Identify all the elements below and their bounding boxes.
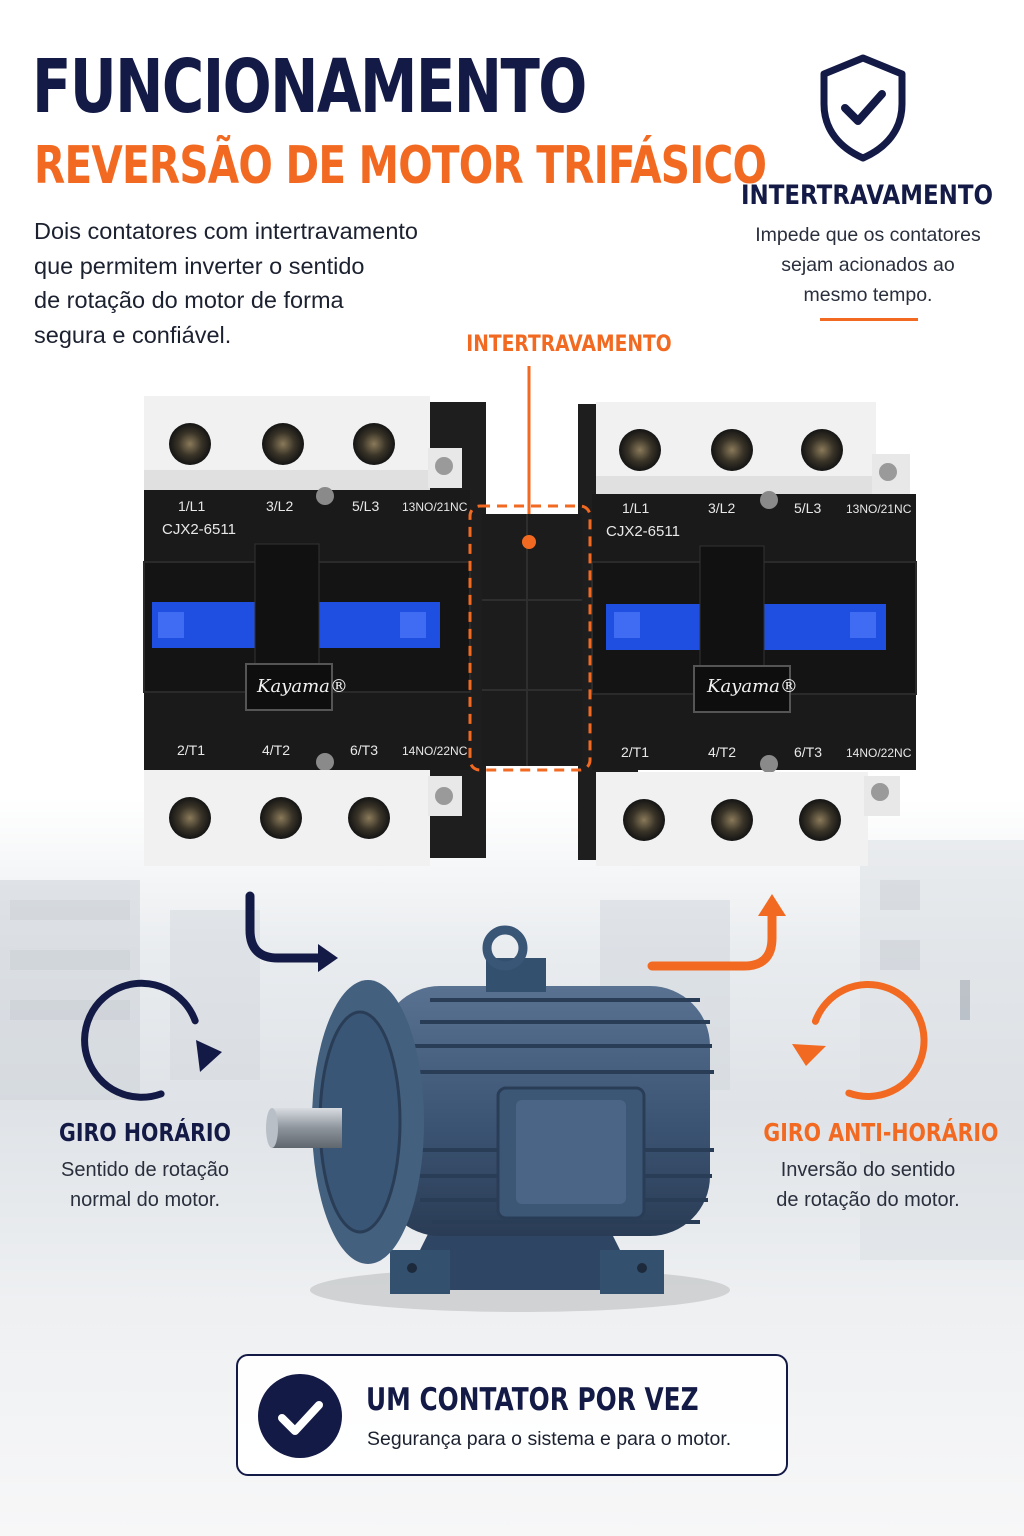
page-title: FUNCIONAMENTO <box>32 44 587 130</box>
interlock-callout-label: INTERTRAVAMENTO <box>466 332 672 357</box>
right-aux-label: 13NO/21NC <box>846 502 912 516</box>
right-terminal-label: 5/L3 <box>794 500 822 516</box>
factory-background <box>0 840 1024 1260</box>
intro-text: Dois contatores com intertravamento que … <box>34 214 474 352</box>
one-contactor-notice: UM CONTATOR POR VEZ Segurança para o sis… <box>236 1354 788 1476</box>
left-terminal-label: 3/L2 <box>266 498 294 514</box>
left-terminal-label: 1/L1 <box>178 498 206 514</box>
left-aux-label: 13NO/21NC <box>402 500 468 514</box>
cw-rotation-title: GIRO HORÁRIO <box>59 1118 231 1147</box>
intro-line: que permitem inverter o sentido <box>34 252 365 279</box>
cw-rotation-description: Sentido de rotação normal do motor. <box>40 1155 250 1215</box>
notice-title: UM CONTATOR POR VEZ <box>366 1382 699 1418</box>
page-subtitle: REVERSÃO DE MOTOR TRIFÁSICO <box>34 136 767 196</box>
left-terminal-label: 6/T3 <box>350 742 379 758</box>
left-model-label: CJX2-6511 <box>162 521 236 538</box>
right-terminal-label: 2/T1 <box>621 744 650 760</box>
interlock-module <box>468 504 592 772</box>
intro-line: Dois contatores com intertravamento <box>34 218 418 244</box>
left-aux-label: 14NO/22NC <box>402 744 468 758</box>
right-terminal-label: 3/L2 <box>708 500 736 516</box>
feature-title: INTERTRAVAMENTO <box>740 180 994 211</box>
contactor-right <box>578 402 917 866</box>
ccw-desc-line: Inversão do sentido <box>780 1159 956 1181</box>
feature-divider <box>820 318 918 321</box>
feature-description: Impede que os contatores sejam acionados… <box>720 220 1016 310</box>
right-brand-logo: Kayama® <box>707 676 798 697</box>
intro-line: segura e confiável. <box>34 321 232 348</box>
notice-description: Segurança para o sistema e para o motor. <box>367 1428 732 1450</box>
left-terminal-label: 5/L3 <box>352 498 380 514</box>
right-terminal-label: 4/T2 <box>708 744 737 760</box>
feature-desc-line: Impede que os contatores <box>755 224 981 246</box>
left-terminal-label: 4/T2 <box>262 742 291 758</box>
feature-desc-line: mesmo tempo. <box>803 284 933 306</box>
ccw-rotation-description: Inversão do sentido de rotação do motor. <box>756 1155 980 1215</box>
intro-line: de rotação do motor de forma <box>34 287 344 313</box>
cw-desc-line: Sentido de rotação <box>61 1159 229 1181</box>
feature-desc-line: sejam acionados ao <box>781 254 955 276</box>
right-aux-label: 14NO/22NC <box>846 746 912 760</box>
right-terminal-label: 1/L1 <box>622 500 650 516</box>
shield-check-icon <box>820 54 906 162</box>
ccw-desc-line: de rotação do motor. <box>776 1189 960 1211</box>
ccw-rotation-title: GIRO ANTI-HORÁRIO <box>763 1118 999 1147</box>
left-terminal-label: 2/T1 <box>177 742 206 758</box>
left-brand-logo: Kayama® <box>257 676 348 697</box>
cw-desc-line: normal do motor. <box>69 1189 221 1211</box>
right-terminal-label: 6/T3 <box>794 744 823 760</box>
checkmark-icon <box>258 1374 342 1458</box>
contactor-left <box>143 396 486 866</box>
right-model-label: CJX2-6511 <box>606 523 680 540</box>
